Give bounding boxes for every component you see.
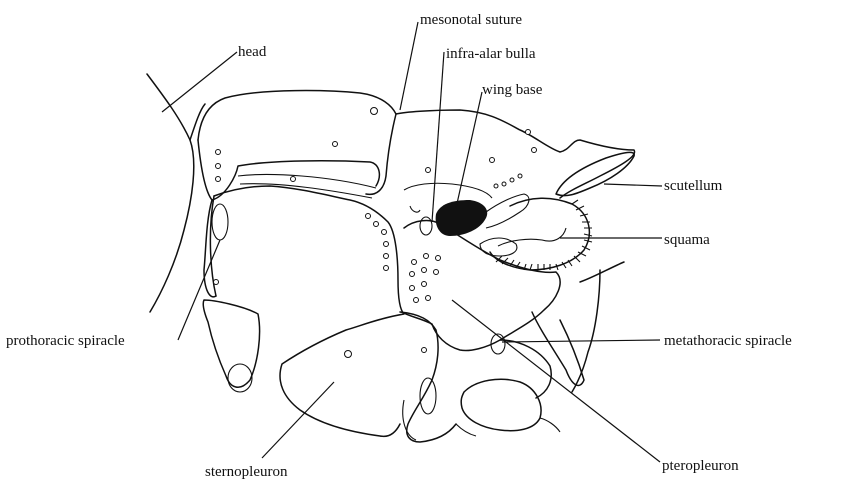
bristle-pores [214, 108, 537, 358]
label-scutellum: scutellum [664, 178, 723, 194]
label-mesonotal-suture: mesonotal suture [420, 12, 522, 28]
label-sternopleuron: sternopleuron [205, 464, 288, 480]
leader-metathoracic-spiracle [502, 340, 660, 342]
leader-infra-alar-bulla [432, 52, 444, 222]
label-prothoracic-spiracle: prothoracic spiracle [6, 333, 125, 349]
label-wing-base: wing base [482, 82, 543, 98]
label-head: head [238, 44, 267, 60]
leader-prothoracic-spiracle [178, 240, 220, 340]
leader-scutellum [604, 184, 662, 186]
leader-mesonotal-suture [400, 22, 418, 110]
leader-sternopleuron [262, 382, 334, 458]
leader-lines [162, 22, 662, 462]
labels: head mesonotal suture infra-alar bulla w… [6, 12, 792, 480]
leader-head [162, 52, 237, 112]
thorax-illustration [147, 74, 635, 442]
label-infra-alar-bulla: infra-alar bulla [446, 46, 536, 62]
label-pteropleuron: pteropleuron [662, 458, 739, 474]
label-squama: squama [664, 232, 710, 248]
label-metathoracic-spiracle: metathoracic spiracle [664, 333, 792, 349]
